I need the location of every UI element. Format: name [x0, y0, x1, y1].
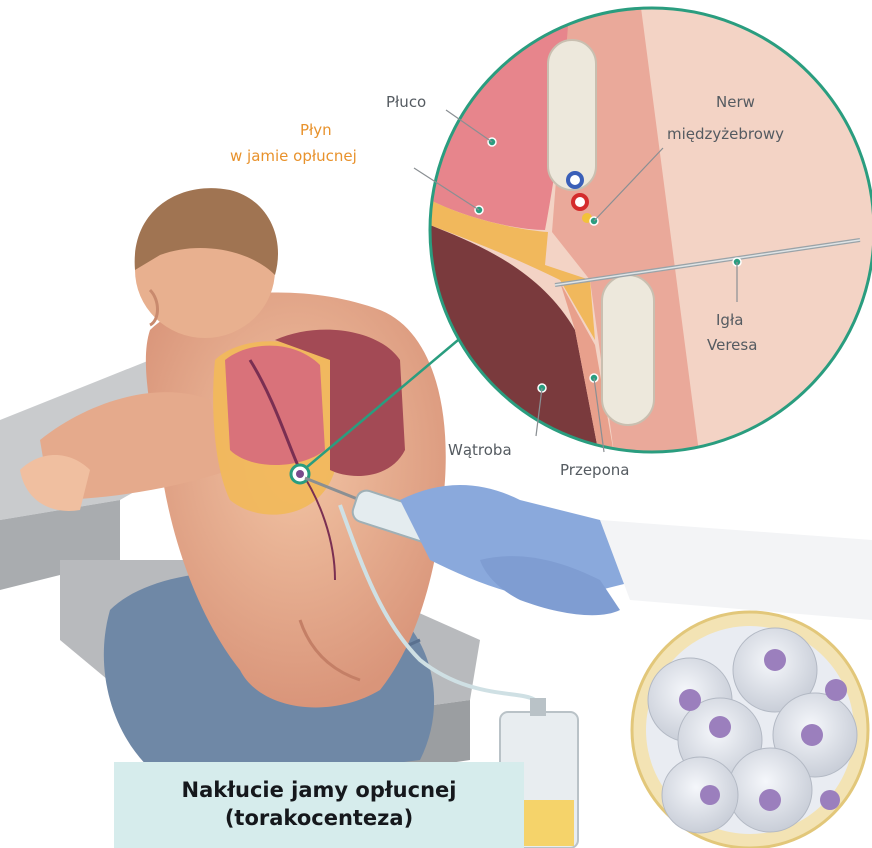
gloved-hands [400, 485, 872, 620]
puncture-site-dot [296, 470, 304, 478]
label-fluid-line2: w jamie opłucnej [230, 147, 357, 165]
label-lung: Płuco [386, 93, 426, 111]
caption-box: Nakłucie jamy opłucnej (torakocenteza) [114, 762, 524, 848]
label-diaphragm: Przepona [560, 461, 629, 479]
cell-cluster-illustration [632, 612, 868, 848]
label-liver: Wątroba [448, 441, 512, 459]
label-nerve-line2: międzyżebrowy [667, 125, 784, 143]
label-needle-line2: Veresa [707, 336, 757, 354]
label-fluid-line1: Płyn [300, 121, 332, 139]
caption-subtitle: (torakocenteza) [114, 804, 524, 832]
label-needle-line1: Igła [716, 311, 743, 329]
magnified-cross-section [430, 0, 872, 460]
patient-head [135, 188, 278, 338]
caption-title: Nakłucie jamy opłucnej [114, 776, 524, 804]
label-nerve-line1: Nerw [716, 93, 755, 111]
